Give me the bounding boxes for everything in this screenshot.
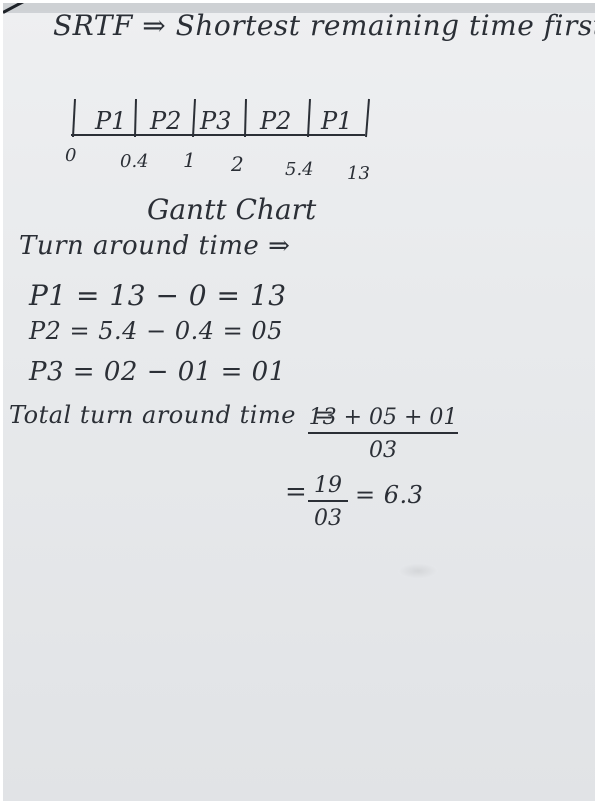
gantt-divider-5 xyxy=(365,98,370,138)
gantt-divider-4 xyxy=(307,98,311,138)
tat-line-p2: P2 = 5.4 − 0.4 = 05 xyxy=(29,317,283,345)
gantt-tick-0: 0 xyxy=(65,145,76,166)
total-fraction-1: 13 + 05 + 01 03 xyxy=(308,405,458,463)
gantt-tick-5: 13 xyxy=(347,163,370,184)
gantt-divider-0 xyxy=(72,98,76,138)
total-equals-1: = xyxy=(314,401,335,429)
gantt-tick-4: 5.4 xyxy=(285,159,314,180)
gantt-tick-1: 0.4 xyxy=(120,151,149,172)
gantt-lines xyxy=(71,98,370,138)
total-fraction-2-numerator: 19 xyxy=(308,473,348,502)
gantt-caption: Gantt Chart xyxy=(147,193,317,226)
total-fraction-1-denominator: 03 xyxy=(369,438,397,463)
gantt-divider-2 xyxy=(192,98,196,138)
heading: SRTF ⇒ Shortest remaining time first xyxy=(53,9,595,42)
gantt-chart: P1 P2 P3 P2 P1 0 0.4 1 2 5.4 13 Gantt Ch… xyxy=(65,98,370,226)
gantt-tick-3: 2 xyxy=(230,152,244,176)
gantt-block-2: P3 xyxy=(199,107,231,135)
gantt-block-4: P1 xyxy=(320,107,352,135)
total-result: = 6.3 xyxy=(355,481,423,509)
total-fraction-2: 19 03 xyxy=(308,473,348,531)
board-edge xyxy=(3,11,595,13)
eraser-smudge xyxy=(398,563,438,579)
total-equals-3: = xyxy=(355,481,384,509)
gantt-block-1: P2 xyxy=(149,107,181,135)
total-result-value: 6.3 xyxy=(383,481,424,509)
tat-line-p1: P1 = 13 − 0 = 13 xyxy=(29,279,287,312)
gantt-tick-2: 1 xyxy=(183,148,196,172)
total-label: Total turn around time = xyxy=(9,401,335,429)
gantt-divider-1 xyxy=(134,98,137,138)
total-label-text: Total turn around time xyxy=(9,401,296,429)
gantt-block-0: P1 xyxy=(94,107,126,135)
gantt-divider-3 xyxy=(244,98,247,138)
gantt-block-3: P2 xyxy=(259,107,291,135)
total-fraction-2-denominator: 03 xyxy=(314,506,342,531)
total-equals-2: = xyxy=(285,477,307,507)
tat-line-p3: P3 = 02 − 01 = 01 xyxy=(29,357,286,387)
total-fraction-1-numerator: 13 + 05 + 01 xyxy=(308,405,458,434)
whiteboard: SRTF ⇒ Shortest remaining time first P1 … xyxy=(3,3,595,801)
tat-title: Turn around time ⇒ xyxy=(19,231,291,261)
board-frame xyxy=(3,3,595,13)
